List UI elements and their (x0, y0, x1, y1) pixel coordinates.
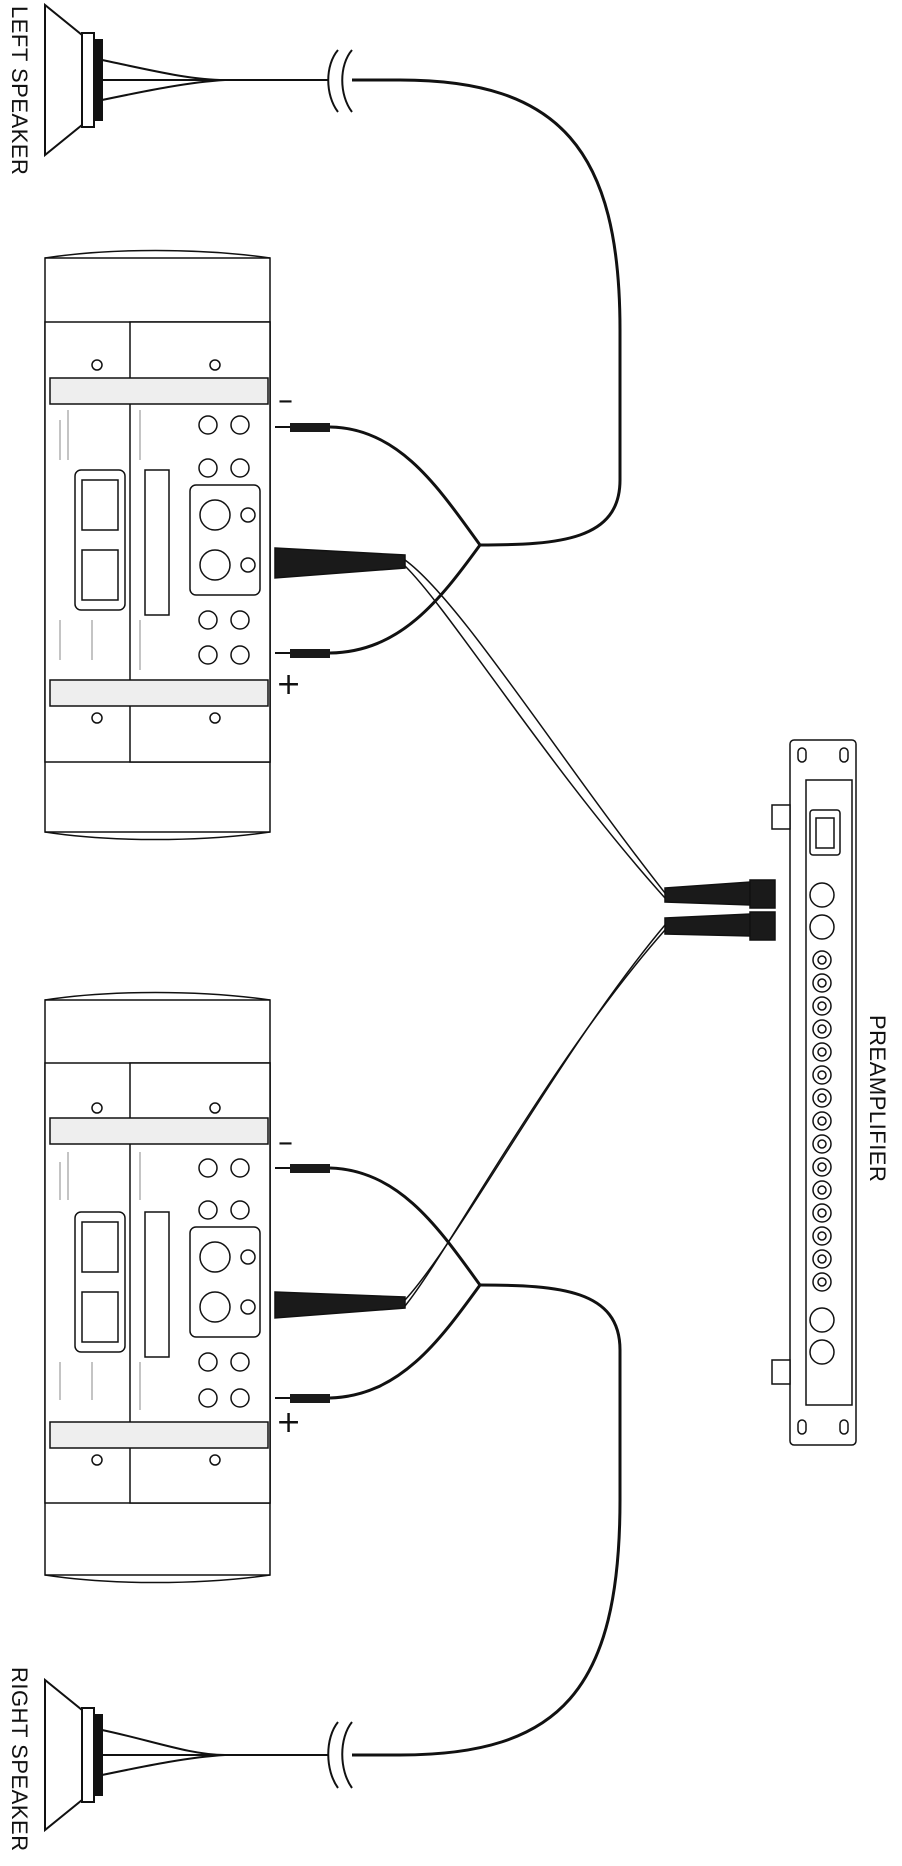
rca-jack (812, 1226, 832, 1246)
top-amp-plus-label: + (276, 667, 302, 702)
rca-jack (812, 1111, 832, 1131)
rca-jack-center (817, 1254, 827, 1264)
rca-jack-center (817, 1093, 827, 1103)
rca-jack-center (817, 1139, 827, 1149)
bottom-amp-minus-label: – (278, 1125, 293, 1160)
rca-jack (812, 1157, 832, 1177)
top-amplifier (44, 249, 271, 841)
rca-jack (812, 1019, 832, 1039)
rca-jack (812, 950, 832, 970)
bottom-amplifier (44, 991, 271, 1584)
rca-jack (812, 1088, 832, 1108)
xlr-cables (274, 547, 776, 1319)
rca-jack (812, 973, 832, 993)
right-speaker (44, 1283, 622, 1833)
rca-jack (812, 1272, 832, 1292)
rca-jack-center (817, 1185, 827, 1195)
rca-jack-center (817, 1116, 827, 1126)
rca-jack-center (817, 1162, 827, 1172)
top-amp-speaker-cables (275, 423, 482, 658)
left-speaker (44, 2, 622, 547)
rca-jack-center (817, 1208, 827, 1218)
preamplifier-unit (771, 739, 857, 1446)
rca-jack (812, 1249, 832, 1269)
rca-jack (812, 1180, 832, 1200)
rca-jack-center (817, 1001, 827, 1011)
rca-jack (812, 1134, 832, 1154)
left-speaker-label: LEFT SPEAKER (7, 6, 32, 176)
rca-jack (812, 996, 832, 1016)
rca-jack-center (817, 1047, 827, 1057)
rca-jack-center (817, 955, 827, 965)
rca-jack-center (817, 978, 827, 988)
rca-jack-center (817, 1024, 827, 1034)
rca-jack-center (817, 1231, 827, 1241)
preamplifier-label: PREAMPLIFIER (865, 1015, 890, 1183)
rca-jack (812, 1042, 832, 1062)
bottom-amp-plus-label: + (276, 1405, 302, 1440)
rca-jack (812, 1203, 832, 1223)
rca-jack-center (817, 1277, 827, 1287)
rca-jack (812, 1065, 832, 1085)
rca-jack-center (817, 1070, 827, 1080)
right-speaker-label: RIGHT SPEAKER (7, 1667, 32, 1852)
bottom-amp-speaker-cables (275, 1164, 482, 1403)
top-amp-minus-label: – (278, 383, 293, 418)
